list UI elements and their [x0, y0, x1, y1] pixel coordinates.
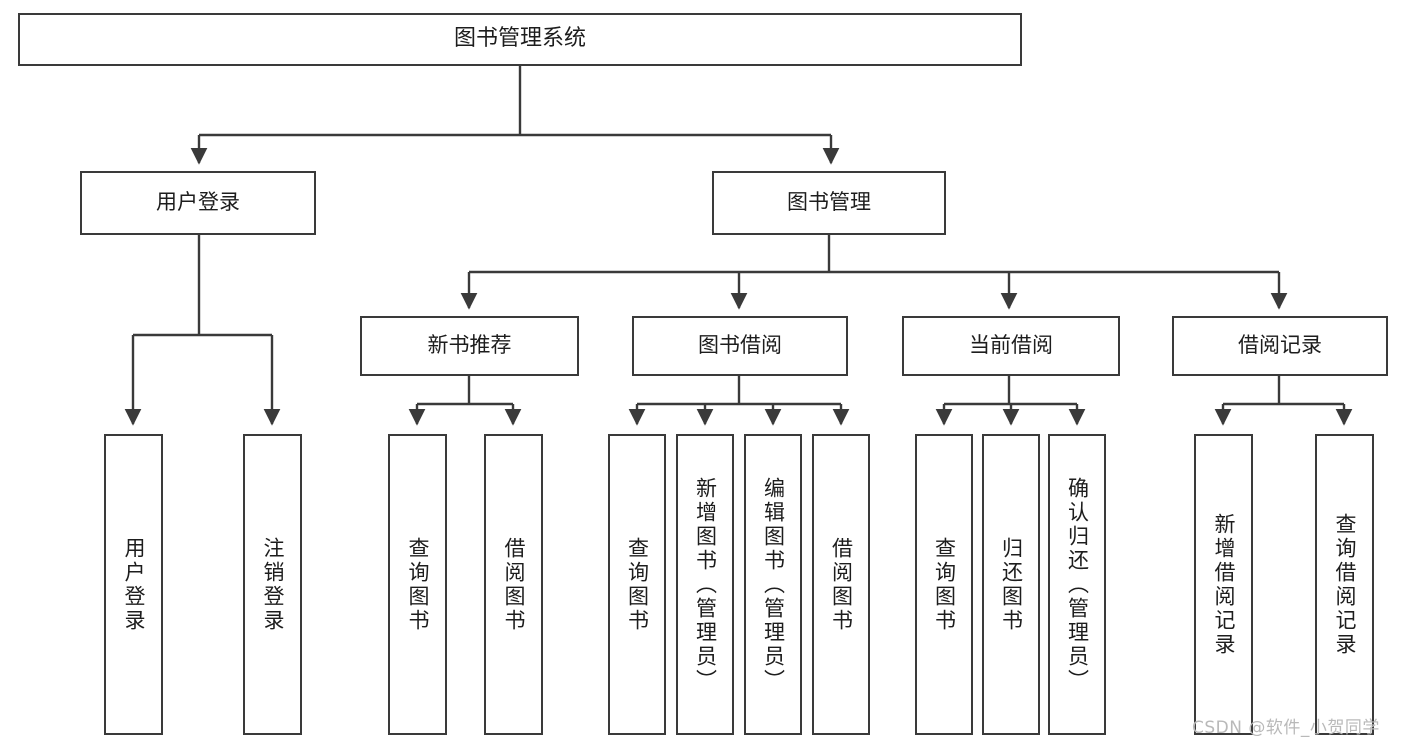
node-leaf-user-login[interactable]: 用户登录 — [104, 434, 163, 735]
node-leaf-query-book-2[interactable]: 查询图书 — [608, 434, 666, 735]
node-leaf-add-book-label: 新增图书（管理员） — [693, 476, 718, 693]
node-leaf-borrow-book-2[interactable]: 借阅图书 — [812, 434, 870, 735]
node-leaf-borrow-book-1-label: 借阅图书 — [502, 536, 526, 633]
node-leaf-logout-login-label: 注销登录 — [261, 536, 285, 633]
node-leaf-add-record[interactable]: 新增借阅记录 — [1194, 434, 1253, 735]
node-leaf-query-record[interactable]: 查询借阅记录 — [1315, 434, 1374, 735]
node-root-label: 图书管理系统 — [453, 26, 586, 52]
node-leaf-query-book-3-label: 查询图书 — [932, 536, 957, 633]
node-leaf-edit-book-label: 编辑图书（管理员） — [761, 476, 786, 693]
node-leaf-return-book-label: 归还图书 — [999, 536, 1024, 633]
node-book-manage[interactable]: 图书管理 — [712, 171, 946, 235]
node-leaf-borrow-book-1[interactable]: 借阅图书 — [484, 434, 543, 735]
node-current-borrow[interactable]: 当前借阅 — [902, 316, 1120, 376]
node-leaf-query-book-2-label: 查询图书 — [625, 536, 650, 633]
node-leaf-add-record-label: 新增借阅记录 — [1212, 512, 1236, 657]
node-borrow-record-label: 借阅记录 — [1238, 333, 1322, 358]
node-leaf-user-login-label: 用户登录 — [122, 536, 146, 633]
node-user-login-label: 用户登录 — [156, 190, 240, 215]
node-leaf-query-record-label: 查询借阅记录 — [1333, 512, 1357, 657]
node-leaf-edit-book[interactable]: 编辑图书（管理员） — [744, 434, 802, 735]
node-borrow-record[interactable]: 借阅记录 — [1172, 316, 1388, 376]
node-root[interactable]: 图书管理系统 — [18, 13, 1022, 66]
node-leaf-query-book-1-label: 查询图书 — [406, 536, 430, 633]
node-leaf-add-book[interactable]: 新增图书（管理员） — [676, 434, 734, 735]
node-leaf-confirm-return-label: 确认归还（管理员） — [1065, 476, 1090, 693]
node-leaf-borrow-book-2-label: 借阅图书 — [829, 536, 854, 633]
node-leaf-confirm-return[interactable]: 确认归还（管理员） — [1048, 434, 1106, 735]
node-new-book-recommend[interactable]: 新书推荐 — [360, 316, 579, 376]
node-leaf-query-book-1[interactable]: 查询图书 — [388, 434, 447, 735]
csdn-watermark: CSDN @软件_小贺同学 — [1192, 718, 1380, 738]
node-book-borrow[interactable]: 图书借阅 — [632, 316, 848, 376]
node-new-book-recommend-label: 新书推荐 — [427, 333, 512, 358]
node-leaf-return-book[interactable]: 归还图书 — [982, 434, 1040, 735]
node-leaf-query-book-3[interactable]: 查询图书 — [915, 434, 973, 735]
node-current-borrow-label: 当前借阅 — [969, 333, 1053, 358]
node-book-manage-label: 图书管理 — [787, 190, 871, 215]
node-book-borrow-label: 图书借阅 — [698, 333, 782, 358]
node-user-login[interactable]: 用户登录 — [80, 171, 316, 235]
node-leaf-logout-login[interactable]: 注销登录 — [243, 434, 302, 735]
